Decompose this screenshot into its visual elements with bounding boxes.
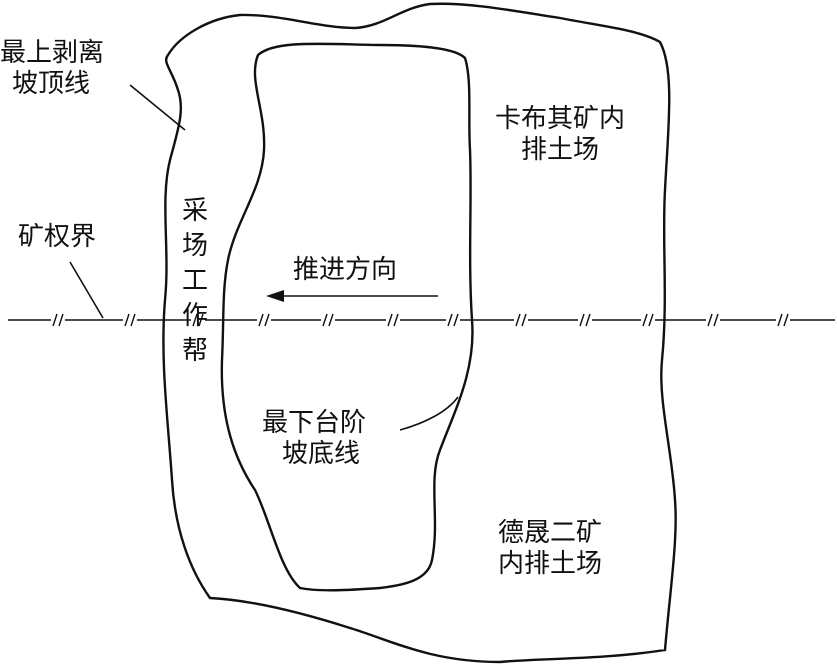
label-desheng-internal-dump: 德晟二矿 内排土场 xyxy=(498,518,603,579)
boundary-break-mark xyxy=(124,313,130,327)
advance-direction-arrowhead xyxy=(266,290,284,302)
boundary-break-mark xyxy=(579,313,585,327)
label-mining-rights-boundary: 矿权界 xyxy=(18,222,97,252)
boundary-break-mark xyxy=(453,313,459,327)
label-kabuqi-internal-dump: 卡布其矿内 排土场 xyxy=(495,104,626,165)
boundary-break-mark xyxy=(258,313,264,327)
boundary-break-mark xyxy=(642,313,648,327)
boundary-break-mark xyxy=(447,313,453,327)
boundary-break-mark xyxy=(198,313,204,327)
boundary-break-mark xyxy=(322,313,328,327)
boundary-break-mark xyxy=(585,313,591,327)
boundary-break-mark xyxy=(264,313,270,327)
label-working-face: 采 场 工 作 帮 xyxy=(182,196,209,366)
boundary-break-mark xyxy=(783,313,789,327)
leader-line-bottom-slope xyxy=(399,396,459,431)
boundary-break-mark xyxy=(328,313,334,327)
label-advance-direction: 推进方向 xyxy=(293,255,398,285)
label-top-stripping-slope-crest: 最上剥离 坡顶线 xyxy=(0,38,105,99)
leader-line-boundary xyxy=(69,261,104,319)
boundary-break-mark xyxy=(713,313,719,327)
boundary-break-mark xyxy=(52,313,58,327)
boundary-break-mark xyxy=(777,313,783,327)
boundary-break-mark xyxy=(130,313,136,327)
boundary-break-mark xyxy=(707,313,713,327)
boundary-break-mark xyxy=(58,313,64,327)
top-stripping-slope-crest-line xyxy=(162,2,677,664)
boundary-break-mark xyxy=(521,313,527,327)
leader-line-top-slope xyxy=(129,84,186,131)
label-bottom-bench-slope-toe: 最下台阶 坡底线 xyxy=(262,408,367,469)
mining-rights-boundary-line xyxy=(8,313,835,327)
boundary-break-mark xyxy=(387,313,393,327)
bottom-bench-slope-toe-line xyxy=(220,42,474,592)
boundary-break-mark xyxy=(515,313,521,327)
boundary-break-mark xyxy=(192,313,198,327)
boundary-break-mark xyxy=(393,313,399,327)
boundary-break-mark xyxy=(648,313,654,327)
